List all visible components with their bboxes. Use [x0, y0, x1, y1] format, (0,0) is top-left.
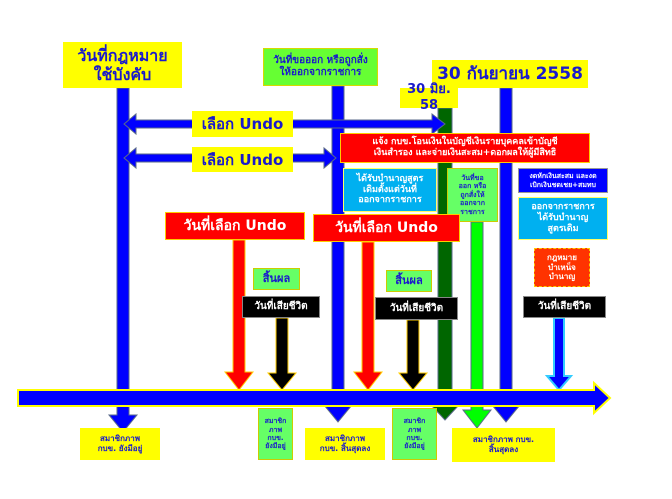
green-arrow — [461, 221, 493, 429]
black-arrow-2 — [397, 319, 429, 391]
red-arrow-2 — [352, 241, 384, 391]
undo-date-label-2: วันที่เลือก Undo — [313, 214, 460, 242]
blue-cyan-arrow — [544, 317, 574, 392]
timeline-law-arrow — [107, 87, 139, 433]
death-date-label-2: วันที่เสียชีวิต — [375, 297, 458, 320]
pension-law-box: กฎหมาย บำเหน็จ บำนาญ — [534, 248, 590, 287]
law-effective-date-label: วันที่กฎหมาย ใช้บังคับ — [63, 42, 182, 88]
membership-ends-1: สมาชิกภาพ กบข. สิ้นสุดลง — [305, 428, 385, 460]
pension-from-leave-box: ได้รับบำนาญสูตร เดิมตั้งแต่วันที่ ออกจาก… — [343, 168, 437, 212]
main-timeline-arrow — [17, 380, 612, 416]
undo-label-2: เลือก Undo — [192, 147, 293, 172]
leave-old-formula-box: ออกจากราชการ ได้รับบำนาญ สูตรเดิม — [518, 197, 608, 240]
jun30-label: 30 มิย. 58 — [400, 82, 458, 113]
death-date-label-1: วันที่เสียชีวิต — [242, 296, 320, 318]
void-label-1: สิ้นผล — [253, 268, 300, 290]
death-date-label-3: วันที่เสียชีวิต — [523, 296, 606, 318]
membership-remains-2: สมาชิก ภาพ กบข. ยังมีอยู่ — [258, 408, 293, 460]
undo-label-1: เลือก Undo — [192, 111, 293, 137]
sep30-label: 30 กันยายน 2558 — [432, 60, 588, 88]
black-arrow-1 — [266, 317, 298, 391]
red-arrow-1 — [223, 239, 255, 391]
membership-remains-3: สมาชิก ภาพ กบข. ยังมีอยู่ — [392, 408, 437, 460]
stop-deduction-box: งดหักเงินสะสม และงด เบิกเงินชดเชย+สมทบ — [518, 168, 608, 193]
membership-ends-2: สมาชิกภาพ กบข. สิ้นสุดลง — [452, 428, 555, 462]
void-label-2: สิ้นผล — [386, 270, 432, 292]
request-leave-small-box: วันที่ขอ ออก หรือ ถูกสั่งให้ ออกจาก ราชก… — [447, 168, 498, 222]
undo-date-label-1: วันที่เลือก Undo — [165, 212, 305, 240]
request-leave-date-label: วันที่ขอออก หรือถูกสั่ง ให้ออกจากราชการ — [263, 48, 378, 86]
notify-transfer-box: แจ้ง กบข.โอนเงินในบัญชีเงินรายบุคคลเข้าบ… — [340, 133, 590, 163]
membership-remains-1: สมาชิกภาพ กบข. ยังมีอยู่ — [80, 428, 160, 460]
